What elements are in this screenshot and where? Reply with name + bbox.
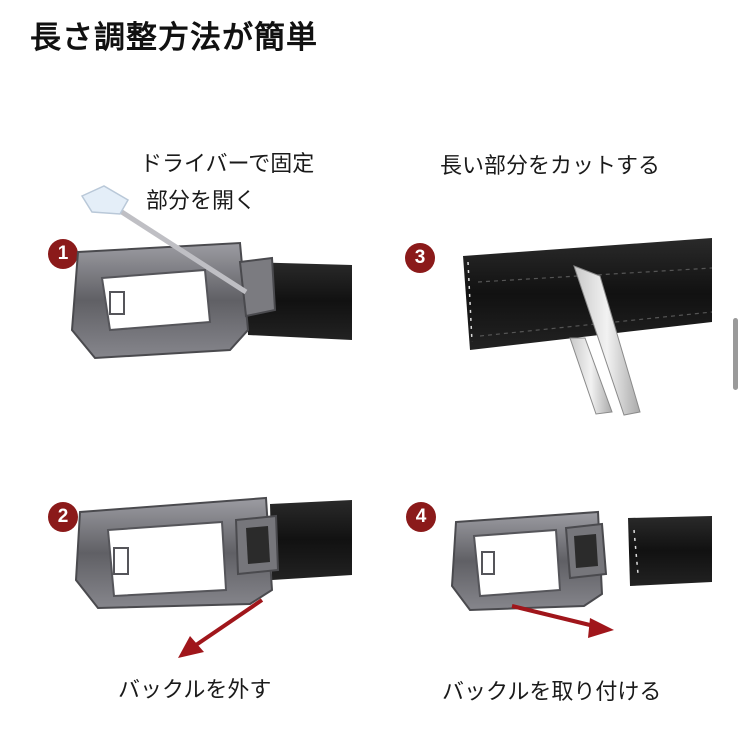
step3-illustration bbox=[463, 238, 713, 416]
step4-illustration bbox=[450, 510, 712, 638]
step2-badge: 2 bbox=[48, 502, 78, 532]
scrollbar[interactable] bbox=[733, 318, 738, 390]
step2-illustration bbox=[74, 496, 352, 658]
page-title: 長さ調整方法が簡単 bbox=[30, 20, 318, 56]
step1-illustration bbox=[70, 185, 352, 360]
step3-caption: 長い部分をカットする bbox=[440, 154, 661, 179]
step2-caption: バックルを外す bbox=[118, 678, 272, 703]
step1-badge: 1 bbox=[48, 239, 78, 269]
step4-caption: バックルを取り付ける bbox=[442, 680, 662, 705]
step1-caption-line1: ドライバーで固定 bbox=[140, 152, 315, 177]
step1-caption-line2: 部分を開く bbox=[146, 189, 257, 214]
step3-badge: 3 bbox=[405, 243, 435, 273]
step4-badge: 4 bbox=[406, 502, 436, 532]
